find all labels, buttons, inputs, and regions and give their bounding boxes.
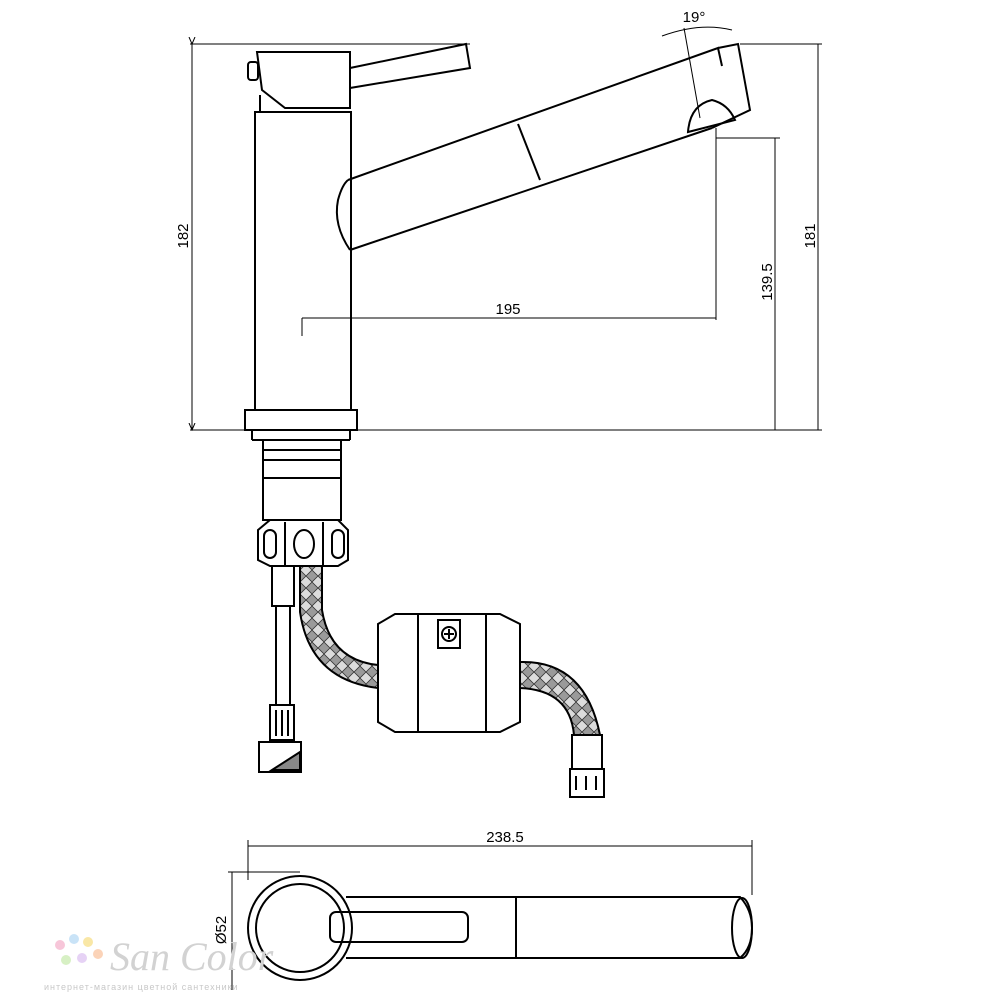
watermark-dot	[77, 953, 87, 963]
dim-aerator-height: 139.5	[759, 263, 776, 301]
supply-hoses	[258, 565, 605, 798]
dim-reach: 195	[495, 301, 520, 318]
spout	[335, 42, 752, 251]
watermark-dot	[93, 949, 103, 959]
hose-fitting-right	[569, 734, 605, 798]
top-view-base	[247, 875, 353, 981]
watermark-brand: San Color	[110, 934, 274, 979]
watermark-tagline: интернет-магазин цветной сантехники	[44, 982, 239, 992]
watermark-dot	[83, 937, 93, 947]
dim-total-height: 182	[175, 223, 192, 248]
top-view-labels: 238.5 Ø52	[213, 829, 524, 944]
dim-swivel-angle: 19°	[683, 9, 706, 26]
braided-hose-left	[299, 565, 379, 690]
dimension-labels: 182 181 139.5 195 19°	[175, 9, 819, 318]
dim-base-diameter: Ø52	[213, 916, 230, 944]
watermark-dot	[61, 955, 71, 965]
dim-spout-height: 181	[802, 223, 819, 248]
dimension-lines	[190, 26, 822, 430]
rigid-pipe	[258, 565, 302, 773]
mixing-cartridge	[377, 613, 521, 733]
hex-nut	[257, 519, 349, 567]
watermark-dot	[55, 940, 65, 950]
watermark-logo: San Color интернет-магазин цветной санте…	[44, 934, 274, 992]
watermark-dots	[55, 934, 103, 965]
base-nut	[244, 409, 358, 521]
watermark-dot	[69, 934, 79, 944]
faucet-side-view	[244, 42, 752, 567]
top-view-handle	[329, 911, 469, 943]
top-view-spout	[346, 896, 754, 959]
lever-handle	[247, 42, 472, 113]
faucet-top-view	[228, 840, 754, 990]
dim-length-top-view: 238.5	[486, 829, 524, 846]
braided-hose-right	[519, 660, 602, 736]
faucet-body	[254, 111, 352, 411]
